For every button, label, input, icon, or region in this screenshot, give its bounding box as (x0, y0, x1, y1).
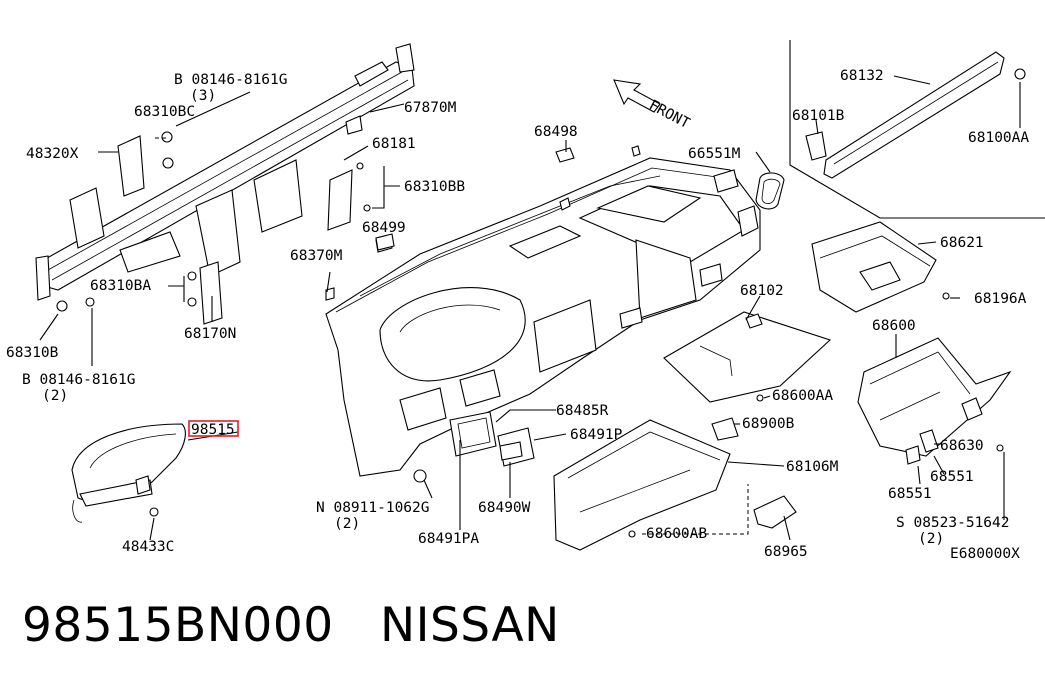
front-arrow-icon (613, 79, 661, 113)
label-08911-qty: (2) (334, 516, 360, 532)
label-68630: 68630 (940, 438, 984, 454)
label-68498: 68498 (534, 124, 578, 140)
part-number: 98515BN000 (22, 598, 334, 653)
instrument-panel (325, 145, 761, 477)
label-68491pa: 68491PA (418, 531, 479, 547)
leader-lines (39, 75, 1021, 541)
label-08146-bot: B 08146-8161G (22, 372, 136, 388)
label-68310bb: 68310BB (404, 179, 465, 195)
label-68310ba: 68310BA (90, 278, 151, 294)
label-68600: 68600 (872, 318, 916, 334)
label-67870m: 67870M (404, 100, 457, 116)
label-68370m: 68370M (290, 248, 343, 264)
label-68170n: 68170N (184, 326, 236, 342)
label-68551-b: 68551 (888, 486, 932, 502)
label-68551-a: 68551 (930, 469, 974, 485)
label-68106m: 68106M (786, 459, 839, 475)
part-68132 (805, 51, 1026, 179)
label-48320x: 48320X (26, 146, 79, 162)
label-08523: S 08523-51642 (896, 515, 1010, 531)
steering-member (35, 43, 415, 325)
part-68621 (811, 221, 950, 313)
label-68490w: 68490W (478, 500, 531, 516)
label-68900b: 68900B (742, 416, 795, 432)
callout-labels: B 08146-8161G (3) 68310BC 48320X 67870M … (6, 68, 1029, 562)
label-68310b: 68310B (6, 345, 59, 361)
part-number-title: 98515BN000 NISSAN (22, 598, 560, 653)
part-68965 (753, 495, 797, 529)
highlight-box (188, 420, 239, 437)
label-68132: 68132 (840, 68, 884, 84)
label-08146-top-qty: (3) (190, 88, 216, 104)
inset-border (789, 40, 1045, 219)
part-66551m (755, 172, 785, 210)
label-68965: 68965 (764, 544, 808, 560)
part-68900b (711, 417, 739, 441)
label-08146-top: B 08146-8161G (174, 72, 288, 88)
front-label: FRONT (646, 97, 692, 132)
label-68100aa: 68100AA (968, 130, 1029, 146)
clip-68499 (375, 233, 395, 251)
label-68196a: 68196A (974, 291, 1027, 307)
label-68600ab: 68600AB (646, 526, 707, 542)
label-68310bc: 68310BC (134, 104, 195, 120)
part-68600-glove-box (857, 337, 1012, 465)
label-98515: 98515 (191, 422, 235, 438)
label-68102: 68102 (740, 283, 784, 299)
label-68491p: 68491P (570, 427, 623, 443)
label-08911: N 08911-1062G (316, 500, 430, 516)
label-68621: 68621 (940, 235, 984, 251)
label-66551m: 66551M (688, 146, 741, 162)
part-68102 (663, 311, 832, 403)
label-08146-bot-qty: (2) (42, 388, 68, 404)
label-68499: 68499 (362, 220, 406, 236)
label-68600aa: 68600AA (772, 388, 833, 404)
airbag-module-98515 (71, 423, 186, 523)
brand-name: NISSAN (379, 598, 560, 653)
label-68485r: 68485R (556, 403, 609, 419)
label-68101b: 68101B (792, 108, 845, 124)
part-68106m (553, 419, 731, 551)
label-08523-qty: (2) (918, 531, 944, 547)
label-e680000x: E680000X (950, 546, 1020, 562)
label-68181: 68181 (372, 136, 416, 152)
label-48433c: 48433C (122, 539, 174, 555)
vent-parts (413, 411, 535, 483)
clip-68498 (555, 147, 575, 163)
